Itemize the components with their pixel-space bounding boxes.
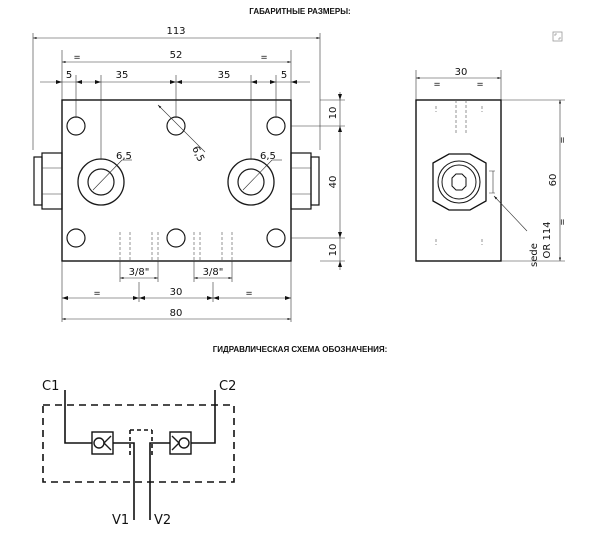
equal-mark: = bbox=[558, 218, 568, 225]
scheme-heading: ГИДРАВЛИЧЕСКАЯ СХЕМА ОБОЗНАЧЕНИЯ: bbox=[213, 345, 388, 354]
diameter-labels: 6,5 6,5 6,5 bbox=[92, 104, 282, 191]
check-valve-right bbox=[169, 431, 192, 455]
dim-row-mid: 40 bbox=[328, 176, 339, 189]
port-v1-label: V1 bbox=[112, 513, 129, 528]
equal-mark: = bbox=[93, 289, 100, 299]
equal-mark: = bbox=[245, 289, 252, 299]
side-view: sede OR 114 30 = = 60 = = bbox=[415, 67, 568, 267]
dim-body-width: 80 bbox=[170, 308, 183, 319]
dia-center-label: 6,5 bbox=[189, 145, 206, 164]
port-left-size: 3/8" bbox=[129, 267, 150, 278]
equal-mark: = bbox=[260, 53, 267, 63]
dia-right-label: 6,5 bbox=[260, 151, 276, 162]
bottom-dimensions: 3/8" 3/8" 30 = = 80 bbox=[61, 261, 292, 322]
seal-label-line2: OR 114 bbox=[542, 221, 553, 258]
hex-plug bbox=[432, 153, 495, 211]
dim-span-left: 35 bbox=[116, 70, 129, 81]
seal-label-line1: sede bbox=[529, 243, 540, 267]
right-fitting bbox=[290, 152, 320, 210]
port-v2-label: V2 bbox=[154, 513, 171, 528]
dim-row-bottom: 10 bbox=[328, 244, 339, 257]
dim-row-top: 10 bbox=[328, 107, 339, 120]
dim-hole-spacing: 52 bbox=[170, 50, 183, 61]
dim-side-width: 30 bbox=[455, 67, 468, 78]
expand-icon[interactable] bbox=[552, 31, 563, 42]
mounting-holes bbox=[66, 116, 286, 248]
side-body bbox=[415, 99, 502, 262]
equal-mark: = bbox=[476, 80, 483, 90]
front-view: 113 52 = = 5 35 35 5 6,5 6,5 6,5 bbox=[32, 26, 345, 322]
valve-body bbox=[61, 99, 292, 262]
port-c2-label: C2 bbox=[219, 379, 236, 394]
dim-edge-right: 5 bbox=[281, 70, 287, 81]
dim-side-height: 60 bbox=[548, 174, 559, 187]
equal-mark: = bbox=[558, 136, 568, 143]
check-valve-left bbox=[91, 431, 114, 455]
dimensions-heading: ГАБАРИТНЫЕ РАЗМЕРЫ: bbox=[249, 7, 350, 16]
top-dimensions: 113 52 = = 5 35 35 5 bbox=[32, 26, 321, 160]
main-ports bbox=[77, 158, 275, 206]
valve-enclosure bbox=[42, 404, 235, 483]
dim-overall-width: 113 bbox=[166, 26, 185, 37]
dim-port-spacing: 30 bbox=[170, 287, 183, 298]
port-right-size: 3/8" bbox=[203, 267, 224, 278]
dim-edge-left: 5 bbox=[66, 70, 72, 81]
dim-span-right: 35 bbox=[218, 70, 231, 81]
left-fitting bbox=[33, 152, 63, 210]
hydraulic-scheme: C1 C2 V1 V2 bbox=[42, 379, 236, 528]
dia-left-label: 6,5 bbox=[116, 151, 132, 162]
right-dimensions: 10 40 10 bbox=[291, 92, 345, 270]
equal-mark: = bbox=[433, 80, 440, 90]
equal-mark: = bbox=[73, 53, 80, 63]
port-c1-label: C1 bbox=[42, 379, 59, 394]
